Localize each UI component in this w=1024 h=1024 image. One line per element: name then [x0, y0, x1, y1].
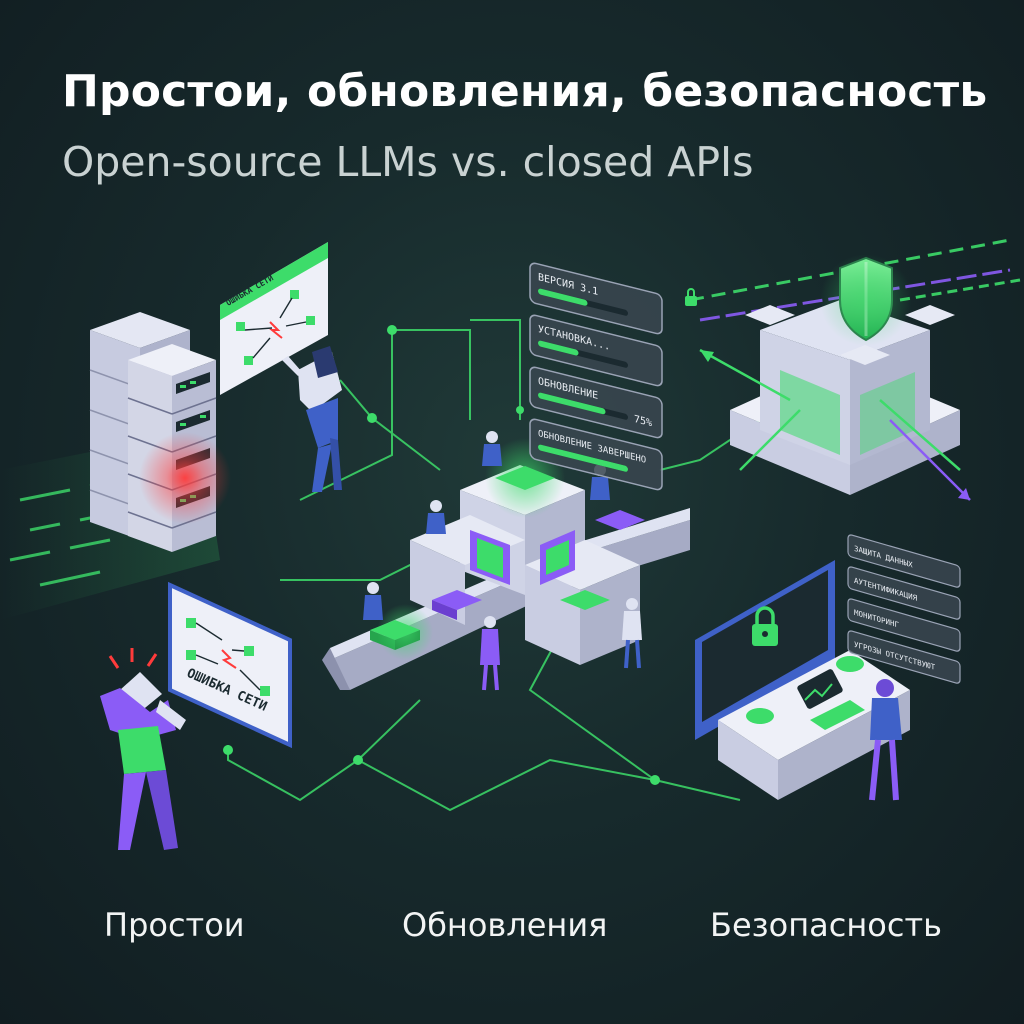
engineer-at-window	[282, 346, 342, 492]
security-tags: ЗАЩИТА ДАННЫХАУТЕНТИФИКАЦИЯМОНИТОРИНГУГР…	[847, 534, 961, 684]
update-factory	[322, 438, 690, 690]
worker-6	[622, 598, 642, 669]
server-racks	[89, 312, 231, 552]
update-progress-bar	[538, 288, 588, 306]
update-progress-bar	[538, 444, 628, 472]
update-panel-4: ОБНОВЛЕНИЕ ЗАВЕРШЕНО	[529, 418, 663, 491]
security-tag-3: МОНИТОРИНГ	[847, 598, 961, 652]
page-title: Простои, обновления, безопасность	[62, 66, 988, 117]
worker-4	[363, 582, 383, 620]
security-operator	[869, 679, 902, 801]
security-fortress	[685, 238, 1021, 501]
security-workstation	[695, 560, 910, 801]
frustrated-person	[100, 648, 186, 850]
network-nodes	[223, 325, 660, 785]
lock-icon	[752, 606, 778, 646]
update-panel-value: 75%	[634, 414, 652, 429]
server-error-glow	[139, 432, 231, 524]
update-panels: ВЕРСИЯ 3.1УСТАНОВКА...ОБНОВЛЕНИЕ75%ОБНОВ…	[529, 262, 663, 491]
caption-downtime: Простои	[104, 906, 245, 944]
update-progress-bar	[538, 340, 579, 356]
worker-1	[482, 431, 502, 466]
factory-workers	[363, 431, 642, 691]
update-progress-bar	[538, 392, 606, 415]
worker-5	[480, 616, 500, 691]
page-subtitle: Open-source LLMs vs. closed APIs	[62, 138, 754, 186]
update-panel-1: ВЕРСИЯ 3.1	[529, 262, 663, 335]
caption-updates: Обновления	[402, 906, 608, 944]
caption-security: Безопасность	[710, 906, 942, 944]
fortress-towers	[745, 305, 955, 365]
lock-icon-small	[685, 288, 697, 306]
error-window-bottom: ОШИБКА СЕТИ	[168, 581, 292, 749]
worker-3	[426, 500, 446, 534]
